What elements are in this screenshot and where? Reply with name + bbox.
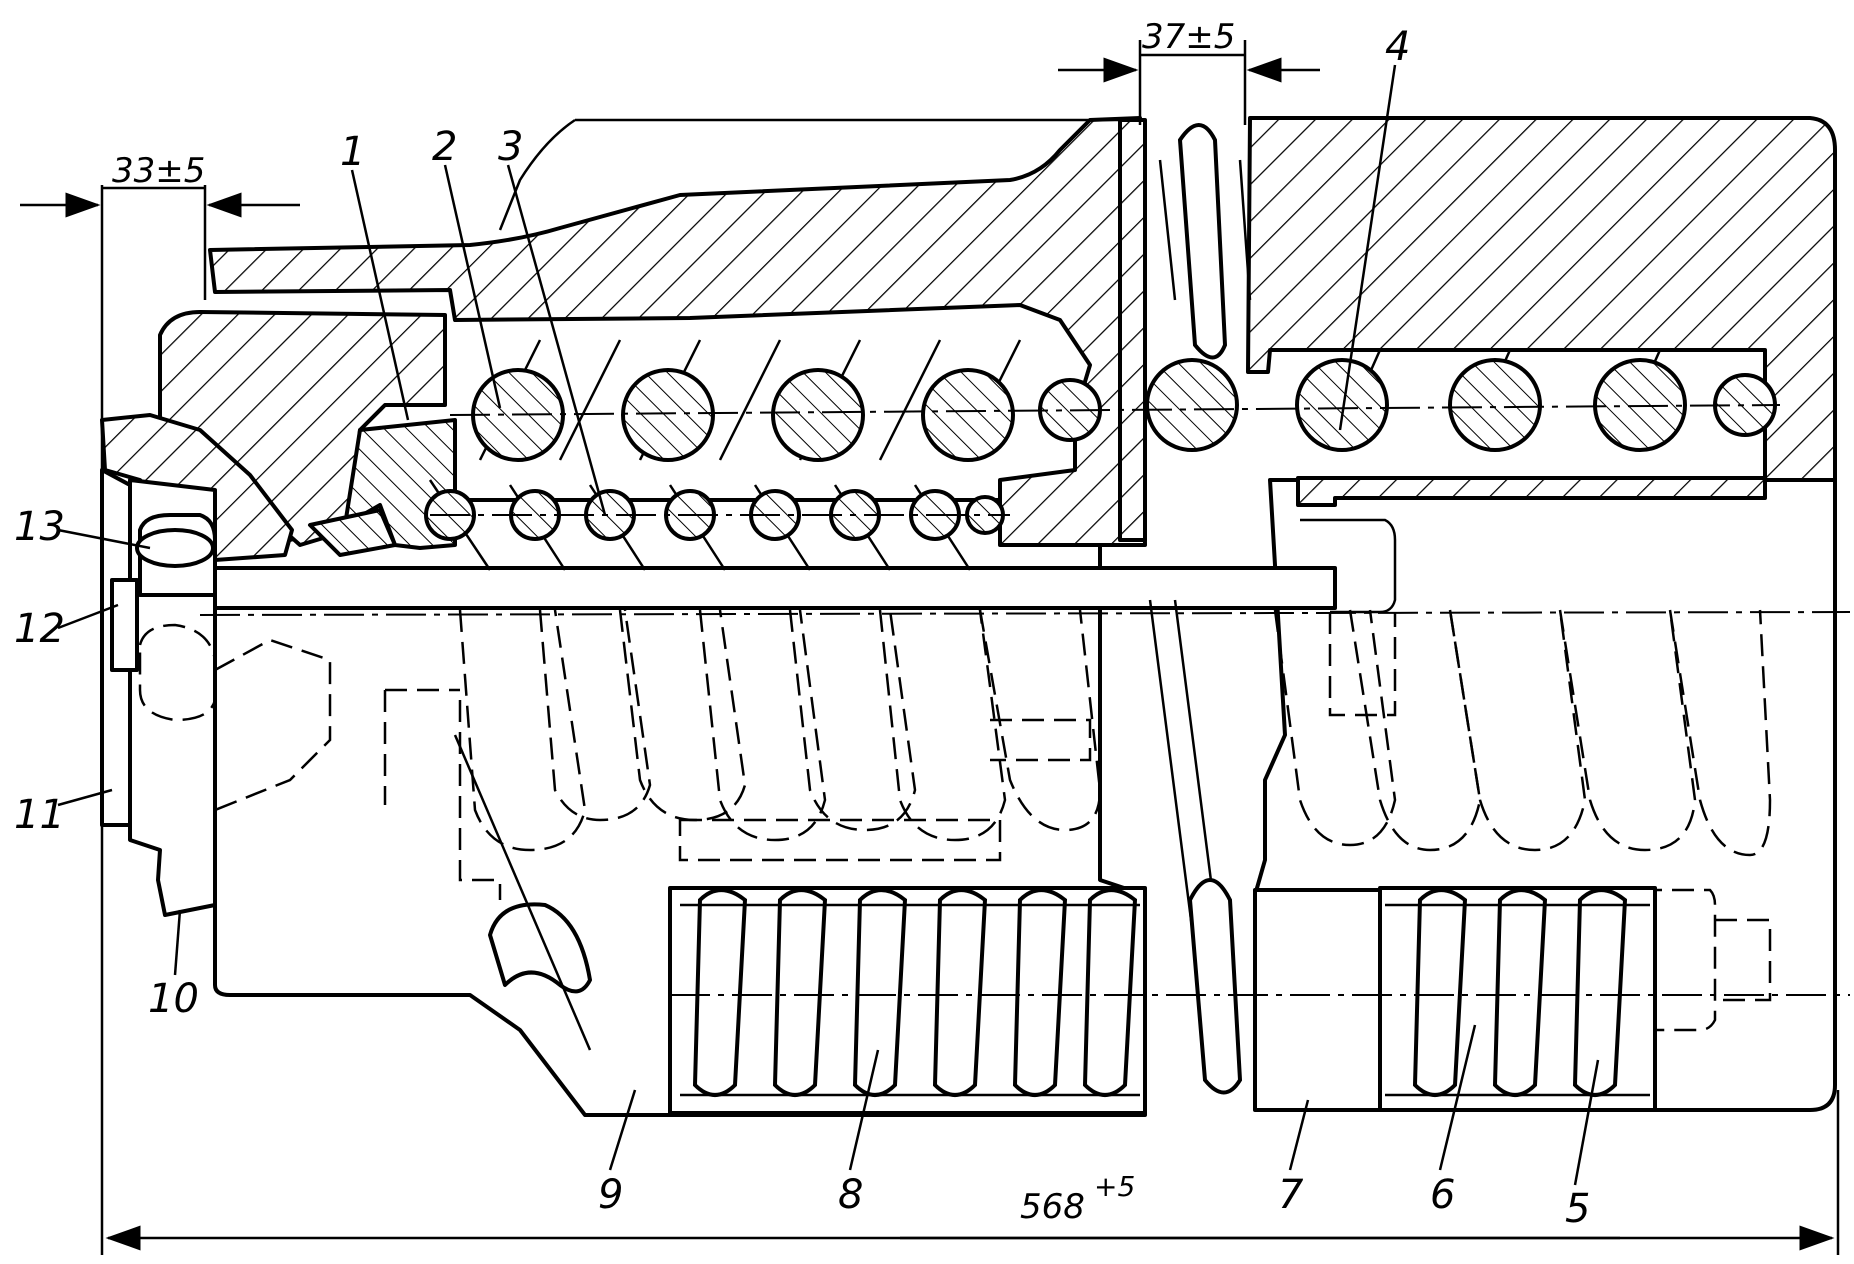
link-lever — [453, 734, 592, 1051]
callout-3: 3 — [498, 124, 523, 170]
dimension-gap: 37±5 — [1058, 17, 1320, 125]
callout-10: 10 — [148, 976, 199, 1022]
callout-7: 7 — [1278, 1172, 1304, 1218]
callout-labels: 1 2 3 4 5 6 7 8 9 10 11 12 13 — [14, 24, 1590, 1232]
callout-8: 8 — [838, 1172, 863, 1218]
callout-1: 1 — [340, 129, 365, 175]
callout-11: 11 — [14, 792, 65, 838]
callout-12: 12 — [14, 606, 65, 652]
callout-5: 5 — [1565, 1186, 1590, 1232]
wedge-assembly — [100, 310, 457, 917]
centre-lines — [199, 404, 1851, 996]
centre-bolt — [213, 518, 1397, 717]
callout-2: 2 — [432, 124, 457, 170]
callout-4: 4 — [1385, 24, 1410, 70]
dimension-total: 568 +5 — [105, 1090, 1840, 1255]
callout-6: 6 — [1430, 1172, 1455, 1218]
bottom-spring — [668, 886, 1147, 1115]
housing — [208, 116, 1837, 1117]
callout-13: 13 — [14, 504, 65, 550]
dimension-left: 33±5 — [20, 151, 300, 1255]
right-spring — [1253, 886, 1657, 1112]
dimension-left-text: 33±5 — [112, 151, 205, 191]
nut-assembly — [110, 513, 217, 722]
gap-spring — [1148, 123, 1252, 1095]
dimension-total-text: 568 — [1020, 1187, 1085, 1227]
callout-9: 9 — [598, 1172, 623, 1218]
hidden-coils — [214, 609, 1772, 1032]
dimension-total-tolerance: +5 — [1094, 1170, 1135, 1203]
callout-leaders — [57, 64, 1600, 1186]
dimension-gap-text: 37±5 — [1142, 17, 1235, 57]
